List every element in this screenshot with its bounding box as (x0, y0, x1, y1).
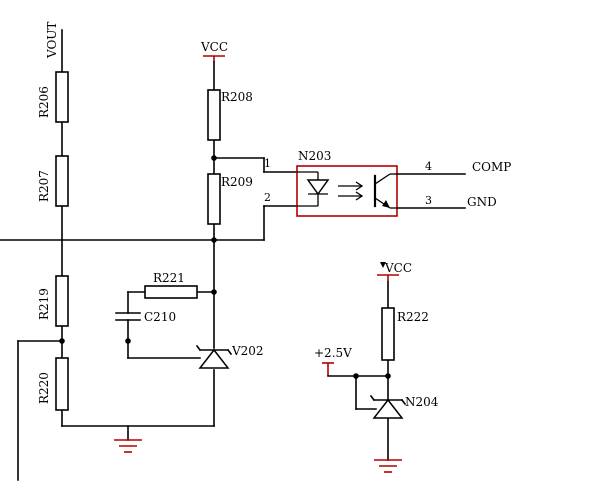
r220-label: R220 (37, 372, 51, 404)
c210-label: C210 (144, 310, 176, 324)
vout-net-label: VOUT (45, 22, 59, 59)
vout-divider-chain (59, 29, 215, 427)
v25-label: +2.5V (314, 346, 352, 360)
vcc-right-symbol: VCC (377, 261, 412, 282)
r219-label: R219 (37, 288, 51, 320)
resistor-r208: R208 (207, 89, 253, 141)
horizontal-bus (0, 205, 298, 243)
r207-label: R207 (37, 170, 51, 202)
n203-label: N203 (298, 149, 331, 163)
optocoupler-n203: N203 1 2 4 3 (264, 149, 432, 217)
junction-dot (211, 155, 217, 161)
optocoupler-outputs: COMP GND (396, 160, 511, 209)
resistor-r207: R207 (37, 155, 69, 207)
right-branch (353, 281, 391, 461)
resistor-r222: R222 (381, 307, 429, 361)
pin2-label: 2 (264, 191, 271, 204)
gnd-net-label: GND (467, 195, 497, 209)
comp-net-label: COMP (472, 160, 511, 174)
r222-label: R222 (397, 310, 429, 324)
vcc-top-symbol: VCC (200, 40, 228, 62)
pin1-label: 1 (264, 157, 271, 170)
r209-label: R209 (221, 175, 253, 189)
r208-label: R208 (221, 90, 253, 104)
ground-symbol (114, 425, 142, 453)
vcc-right-label: VCC (384, 261, 412, 275)
ground-symbol-right (374, 459, 402, 473)
pin4-label: 4 (425, 160, 432, 173)
center-branch (211, 61, 298, 427)
feedback-rail (17, 340, 63, 481)
r221-label: R221 (153, 271, 185, 285)
v202-label: V202 (231, 344, 264, 358)
r206-label: R206 (37, 86, 51, 118)
resistor-r219: R219 (37, 275, 69, 327)
resistor-r220: R220 (37, 357, 69, 411)
capacitor-c210: C210 (115, 310, 176, 324)
resistor-r209: R209 (207, 173, 253, 225)
regulator-n204: N204 (369, 394, 439, 419)
n204-label: N204 (405, 395, 439, 409)
vcc-top-label: VCC (200, 40, 228, 54)
resistor-r221: R221 (144, 271, 198, 299)
pin3-label: 3 (425, 194, 432, 207)
junction-dot (385, 373, 391, 379)
v25-symbol: +2.5V (314, 346, 357, 377)
regulator-v202: V202 (195, 344, 264, 369)
resistor-r206: R206 (37, 71, 69, 123)
compensation-network (127, 291, 215, 359)
